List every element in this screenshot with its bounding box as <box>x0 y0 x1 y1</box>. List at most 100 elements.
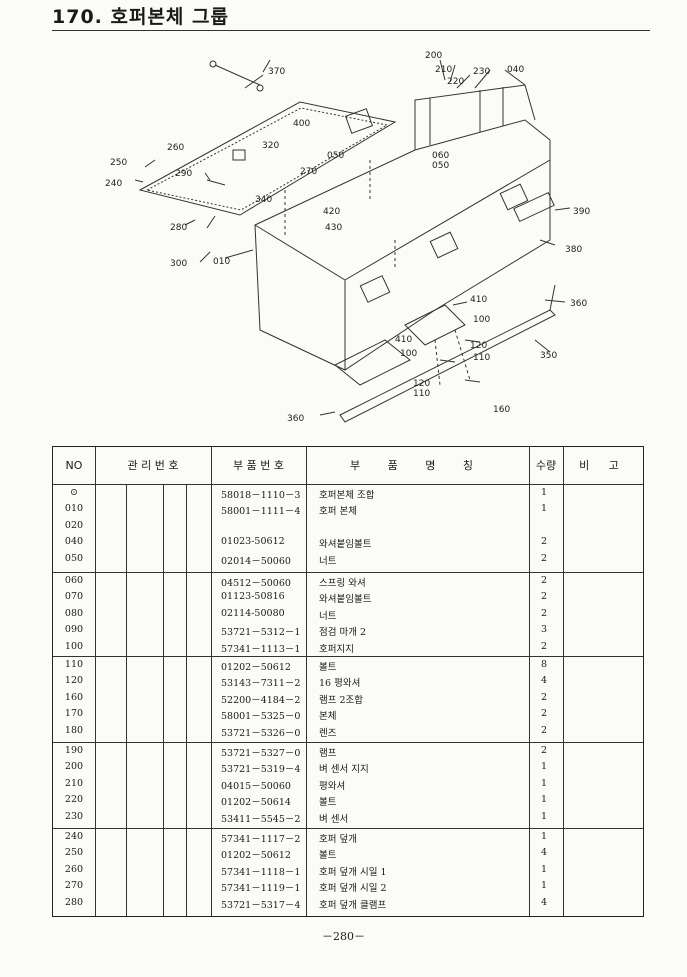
table-cell-no: 070 <box>64 591 84 603</box>
callout-label: 110 <box>413 389 430 399</box>
table-cell-name: 벼 센서 지지 <box>319 764 369 776</box>
table-cell-part: 01202－50612 <box>221 662 291 673</box>
diagram-callout-labels: 200 210 220 230 040 370 400 260 320 050 … <box>105 51 590 424</box>
table-cell-no: 020 <box>64 519 84 531</box>
table-cell-name: 너트 <box>319 610 337 622</box>
table-cell-name: 볼트 <box>319 662 337 673</box>
callout-label: 410 <box>470 295 487 305</box>
table-cell-part: 57341－1117－2 <box>221 834 301 845</box>
table-cell-part: 58001－5325－0 <box>221 711 301 723</box>
table-cell-name: 와셔붙임볼트 <box>319 539 372 551</box>
table-cell-name: 렌즈 <box>319 727 337 739</box>
table-cell-name: 너트 <box>319 555 337 567</box>
callout-label: 300 <box>170 259 187 269</box>
table-cell-qty: 2 <box>540 536 548 548</box>
table-cell-no: 010 <box>64 503 84 515</box>
inspection-window-2 <box>429 231 459 259</box>
header-no: NO <box>65 459 83 472</box>
callout-label: 420 <box>323 207 340 217</box>
callout-label: 350 <box>540 351 557 361</box>
callout-label: 060 <box>432 151 449 161</box>
callout-label: 360 <box>570 299 587 309</box>
table-cell-qty: 2 <box>540 745 548 756</box>
table-cell-no: 180 <box>64 724 84 736</box>
table-cell-qty: 1 <box>540 794 548 806</box>
table-cell-qty: 2 <box>540 575 548 586</box>
table-cell-part: 53721－5317－4 <box>221 899 301 911</box>
header-management-number: 관 리 번 호 <box>127 459 179 472</box>
hopper-body-edge <box>254 224 346 370</box>
callout-label: 050 <box>327 151 344 161</box>
inspection-window-1 <box>359 275 391 303</box>
table-cell-name: 볼트 <box>319 797 337 809</box>
callout-label: 400 <box>293 119 310 129</box>
table-cell-part: 01202－50612 <box>221 850 291 862</box>
page-number: －280－ <box>322 930 365 943</box>
table-cell-qty: 2 <box>540 691 548 703</box>
table-cell-part: 57341－1119－1 <box>221 883 301 895</box>
table-cell-name: 램프 2조합 <box>319 694 364 706</box>
callout-label: 290 <box>175 169 192 179</box>
support-plate-1 <box>334 339 411 386</box>
callout-label: 320 <box>262 141 279 151</box>
table-cell-no: 160 <box>64 691 84 703</box>
table-cell-part: 53721－5327－0 <box>221 748 301 759</box>
table-cell-name: 평와셔 <box>319 780 346 792</box>
callout-label: 160 <box>493 405 510 415</box>
table-cell-part: 52200－4184－2 <box>221 694 301 706</box>
lid-plate <box>344 108 374 134</box>
table-cell-name: 스프링 와셔 <box>319 578 366 589</box>
table-cell-qty: 1 <box>540 487 548 498</box>
table-cell-part: 01202－50614 <box>221 797 291 809</box>
table-cell-qty: 1 <box>540 503 548 515</box>
table-cell-qty: 1 <box>540 761 548 773</box>
page-title: 170. 호퍼본체 그룹 <box>52 6 229 28</box>
table-cell-part: 02114-50080 <box>221 607 285 619</box>
table-cell-qty: 2 <box>540 591 548 603</box>
table-cell-qty: 4 <box>540 896 548 908</box>
hopper-lid-outline <box>138 101 397 216</box>
lid-seal <box>145 107 389 211</box>
parts-table: NO 관 리 번 호 부 품 번 호 부 품 명 칭 수량 비 고 ⊙58018… <box>52 446 644 917</box>
table-cell-name: 호퍼지지 <box>319 643 354 655</box>
callout-label: 100 <box>473 315 490 325</box>
callout-label: 010 <box>213 257 230 267</box>
callout-label: 280 <box>170 223 187 233</box>
callout-label: 110 <box>473 353 490 363</box>
table-cell-name: 호퍼 덮개 클램프 <box>319 899 387 911</box>
lamp-body <box>513 191 555 223</box>
table-cell-no: 170 <box>64 708 84 720</box>
hopper-top-frame <box>414 84 536 150</box>
support-plate-2 <box>404 304 466 346</box>
table-cell-no: 100 <box>64 640 84 652</box>
callout-label: 270 <box>300 167 317 177</box>
table-cell-name: 벼 센서 <box>319 813 349 825</box>
callout-label: 250 <box>110 158 127 168</box>
table-cell-qty: 1 <box>540 777 548 789</box>
table-cell-part: 02014－50060 <box>221 555 291 567</box>
table-cell-name: 램프 <box>319 748 337 759</box>
callout-label: 370 <box>268 67 285 77</box>
table-cell-qty: 2 <box>540 607 548 619</box>
table-cell-part: 53721－5319－4 <box>221 764 301 776</box>
table-cell-qty: 2 <box>540 640 548 652</box>
table-cell-part: 58001－1111－4 <box>221 506 301 518</box>
table-cell-part: 57341－1118－1 <box>221 866 301 878</box>
callout-label: 200 <box>425 51 442 61</box>
table-cell-no: 220 <box>64 794 84 806</box>
table-cell-no: 090 <box>64 624 84 636</box>
header-part-name: 부 품 명 칭 <box>350 459 485 472</box>
callout-label: 120 <box>413 379 430 389</box>
table-cell-part: 57341－1113－1 <box>221 643 301 655</box>
table-cell-no: 260 <box>64 863 84 875</box>
table-cell-name: 호퍼본체 조합 <box>319 490 375 501</box>
callout-label: 360 <box>287 414 304 424</box>
table-cell-no: 230 <box>64 810 84 822</box>
table-cell-qty: 3 <box>540 624 548 636</box>
table-cell-no: 250 <box>64 847 84 859</box>
lid-rod <box>214 64 261 86</box>
table-cell-no: ⊙ <box>70 487 78 498</box>
hopper-body-top-edge <box>344 159 551 281</box>
callout-label: 380 <box>565 245 582 255</box>
table-cell-part: 53411－5545－2 <box>221 813 301 825</box>
